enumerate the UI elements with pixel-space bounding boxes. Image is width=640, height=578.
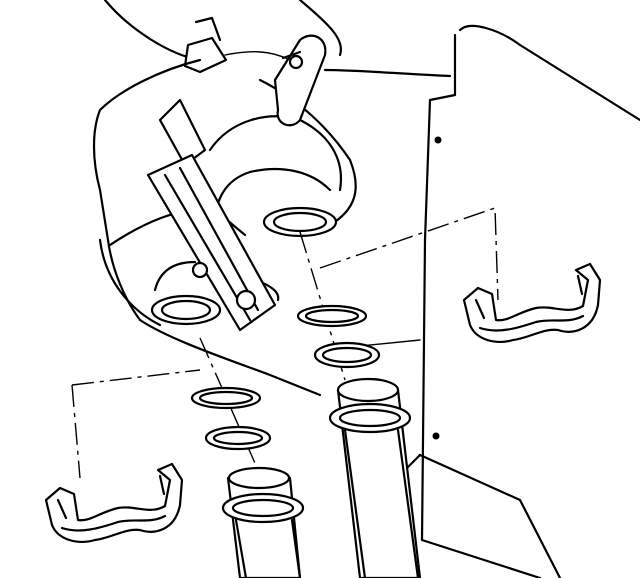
upper-cable [103, 0, 343, 74]
dash-panel [319, 25, 640, 578]
outlet-o-ring [296, 304, 381, 369]
inlet-o-ring [190, 386, 272, 451]
retaining-clip-right [462, 262, 602, 343]
heater-hose-left [221, 466, 305, 578]
retaining-clip-left [44, 462, 184, 543]
hose-support-bracket [146, 34, 327, 332]
heater-hose-right [328, 377, 422, 578]
heater-core-housing [92, 58, 357, 397]
